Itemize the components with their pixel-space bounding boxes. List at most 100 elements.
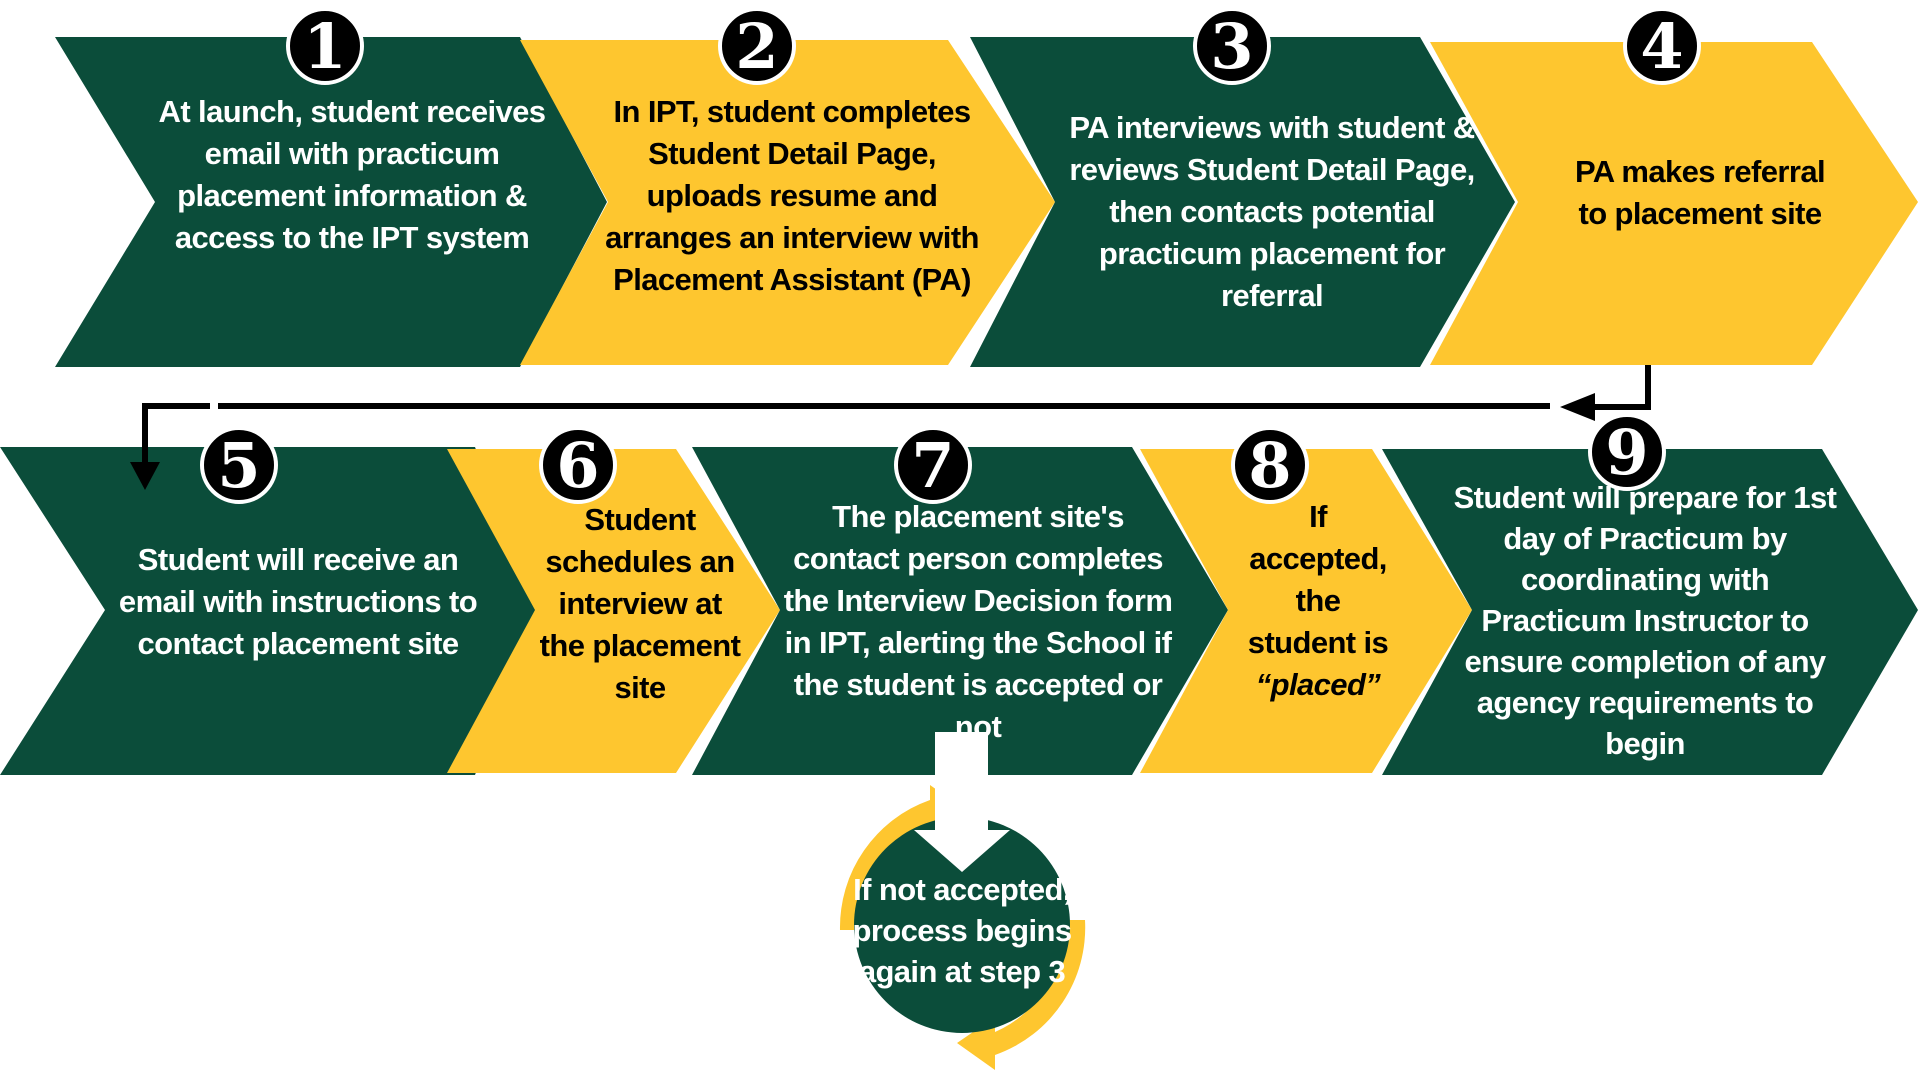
loop-text: If not accepted, process begins again at s…: [852, 872, 1071, 989]
step-5-chevron: [0, 447, 537, 775]
step-badge-circle: [1623, 7, 1701, 85]
step-7-line: the Interview Decision form: [784, 583, 1173, 618]
step-number: 4: [1640, 10, 1683, 83]
step-8-badge: 8: [1231, 426, 1309, 504]
step-number: 5: [217, 429, 260, 502]
step-7-line: The placement site's: [832, 499, 1124, 534]
step-6-line: site: [614, 670, 665, 705]
step-3-line: reviews Student Detail Page,: [1069, 152, 1474, 187]
step-1-chevron: [55, 37, 607, 367]
step-7-line: not: [955, 709, 1002, 744]
row-connector: [130, 365, 1651, 490]
step-8-chevron: [1140, 449, 1472, 773]
step-9-line: coordinating with: [1521, 562, 1769, 597]
step-6-text: Student schedules an interview at the place…: [540, 502, 741, 705]
connector-drop-from-4: [1590, 365, 1651, 410]
step-badge-circle: [1231, 426, 1309, 504]
step-3-line: referral: [1221, 278, 1323, 313]
step-number: 9: [1605, 416, 1648, 489]
step-badge-circle: [894, 426, 972, 504]
step-3-line: then contacts potential: [1109, 194, 1435, 229]
step-2-badge: 2: [718, 7, 796, 85]
step-2-line: Placement Assistant (PA): [613, 262, 971, 297]
loop-line: process begins: [852, 913, 1071, 948]
step-7-line: in IPT, alerting the School if: [785, 625, 1173, 660]
step-badge-circle: [286, 7, 364, 85]
connector-arrowhead-down: [130, 462, 160, 490]
step-4-line: PA makes referral: [1575, 154, 1825, 189]
step-9-line: ensure completion of any: [1464, 644, 1826, 679]
step-6-line: interview at: [558, 586, 722, 621]
step-6-badge: 6: [539, 426, 617, 504]
step-labels: At launch, student receives email with pr…: [119, 94, 1837, 761]
step-4-line: to placement site: [1578, 196, 1821, 231]
step-badge-circle: [200, 426, 278, 504]
step-2-line: Student Detail Page,: [648, 136, 936, 171]
loop-arc-lower: [957, 920, 1086, 1070]
step-number: 8: [1248, 429, 1291, 502]
step-2-line: arranges an interview with: [605, 220, 979, 255]
step-2-chevron: [520, 40, 1055, 365]
step-9-chevron: [1382, 449, 1918, 775]
loop-line: If not accepted,: [853, 872, 1071, 907]
step-number-badges: 1 2 3 4 5 6 7 8 9: [200, 7, 1701, 504]
step-7-line: the student is accepted or: [794, 667, 1163, 702]
step-6-line: schedules an: [545, 544, 734, 579]
step-5-line: email with instructions to: [119, 584, 477, 619]
step-7-line: contact person completes: [793, 541, 1163, 576]
step-9-badge: 9: [1588, 413, 1666, 491]
loop-circle: [854, 817, 1070, 1033]
step-badge-circle: [539, 426, 617, 504]
step-number: 3: [1210, 10, 1253, 83]
connector-drop-to-5: [142, 403, 210, 468]
step-1-line: email with practicum: [205, 136, 500, 171]
step-3-chevron: [970, 37, 1515, 367]
step-7-badge: 7: [894, 426, 972, 504]
step-number: 1: [303, 10, 346, 83]
step-1-text: At launch, student receives email with pr…: [159, 94, 546, 255]
step-2-line: uploads resume and: [647, 178, 938, 213]
step-number: 6: [556, 429, 599, 502]
step-6-line: the placement: [540, 628, 741, 663]
step-3-text: PA interviews with student & reviews Stud…: [1069, 110, 1474, 313]
step-8-line: student is: [1248, 625, 1388, 660]
step-2-line: In IPT, student completes: [613, 94, 970, 129]
step-1-line: access to the IPT system: [175, 220, 529, 255]
step-5-badge: 5: [200, 426, 278, 504]
loop-line: again at step 3: [859, 954, 1066, 989]
step-chevrons: [0, 37, 1918, 775]
step-badge-circle: [1588, 413, 1666, 491]
step-8-text: If accepted, the student is “placed”: [1248, 499, 1388, 702]
step-badge-circle: [718, 7, 796, 85]
step-1-line: At launch, student receives: [159, 94, 546, 129]
step-8-line: If: [1309, 499, 1328, 534]
step-8-line: accepted,: [1249, 541, 1387, 576]
step-5-line: Student will receive an: [138, 542, 458, 577]
step-9-line: agency requirements to: [1477, 685, 1814, 720]
retry-loop: If not accepted, process begins again at s…: [839, 732, 1086, 1070]
step-1-line: placement information &: [177, 178, 527, 213]
step-5-text: Student will receive an email with instru…: [119, 542, 477, 661]
step-badge-circle: [1193, 7, 1271, 85]
step-7-text: The placement site's contact person compl…: [784, 499, 1173, 744]
step-3-line: practicum placement for: [1099, 236, 1446, 271]
step-3-line: PA interviews with student &: [1069, 110, 1474, 145]
step-9-line: day of Practicum by: [1503, 521, 1788, 556]
step-9-line: Practicum Instructor to: [1481, 603, 1808, 638]
step-4-badge: 4: [1623, 7, 1701, 85]
step-6-line: Student: [584, 502, 695, 537]
connector-arrowhead-left: [1560, 393, 1595, 421]
step-8-line: “placed”: [1256, 667, 1382, 702]
loop-down-arrow: [914, 732, 1010, 872]
step-number: 2: [735, 10, 778, 83]
step-9-line: begin: [1605, 726, 1685, 761]
step-5-line: contact placement site: [137, 626, 458, 661]
step-4-text: PA makes referral to placement site: [1575, 154, 1825, 231]
step-8-line: the: [1296, 583, 1341, 618]
step-4-chevron: [1430, 42, 1918, 365]
step-3-badge: 3: [1193, 7, 1271, 85]
step-7-chevron: [692, 447, 1228, 775]
